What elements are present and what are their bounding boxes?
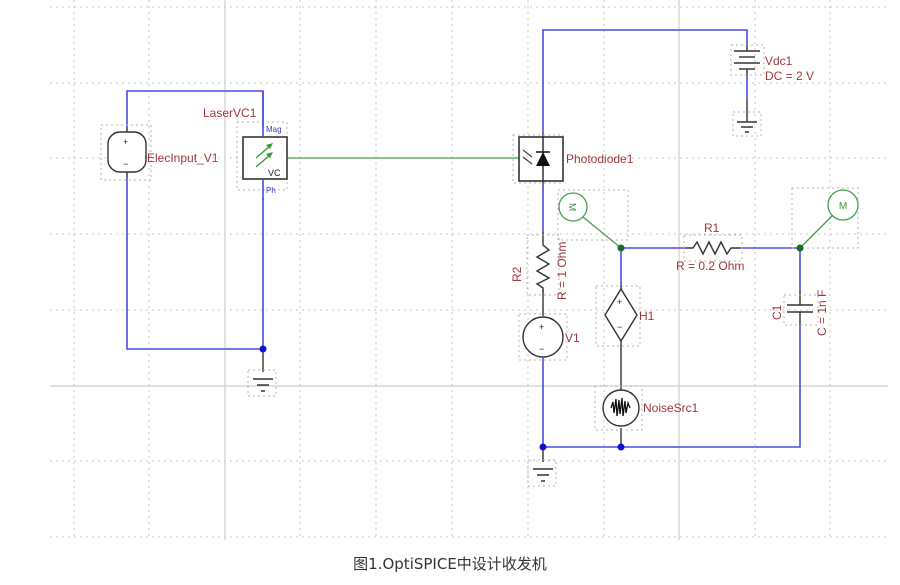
noise-source[interactable]	[594, 385, 643, 431]
resistor-r1[interactable]	[683, 234, 743, 262]
component-leads	[126, 100, 801, 462]
wire-r1-node[interactable]	[740, 247, 801, 290]
wire-input-bottom[interactable]	[126, 178, 264, 350]
meter-icon	[558, 192, 588, 222]
wires-electrical	[126, 29, 801, 448]
voltage-source-icon	[107, 131, 147, 173]
wire-c1-return[interactable]	[621, 325, 801, 448]
noise-label: NoiseSrc1	[643, 401, 699, 415]
pin-mag: Mag	[266, 125, 282, 134]
meter-label: M	[566, 203, 577, 211]
ground-input	[247, 369, 277, 397]
h1-label: H1	[639, 309, 655, 323]
dependent-source-h1[interactable]: + −	[595, 285, 641, 347]
grid	[50, 0, 888, 540]
junction-dot	[617, 244, 625, 252]
junction-dot	[539, 443, 547, 451]
r2-label: R2	[510, 266, 524, 282]
voltage-source-v1[interactable]: + −	[518, 313, 568, 361]
pin-ph: Ph	[266, 186, 276, 195]
c1-label: C1	[770, 304, 784, 320]
capacitor-c1[interactable]	[783, 294, 819, 326]
laser-icon	[242, 136, 288, 180]
schematic-canvas: + − ElecInput_V1 Mag VC Ph LaserVC1 Phot…	[50, 0, 888, 540]
elec-input-source[interactable]: + −	[100, 124, 152, 181]
resistor-icon	[686, 240, 740, 256]
vdc-source[interactable]	[730, 44, 765, 76]
elec-input-label: ElecInput_V1	[147, 151, 219, 165]
wire-pd-vdc[interactable]	[542, 29, 748, 133]
laser-vc[interactable]: Mag VC Ph	[236, 91, 288, 200]
junctions	[259, 244, 804, 451]
laser-label: LaserVC1	[203, 106, 257, 120]
photodiode[interactable]	[512, 134, 564, 184]
laser-mode: VC	[268, 168, 281, 178]
vdc-label: Vdc1	[765, 54, 793, 68]
plus-sign: +	[539, 322, 544, 332]
r1-value: R = 0.2 Ohm	[676, 259, 744, 273]
junction-dot	[617, 443, 625, 451]
meter-icon	[827, 189, 859, 221]
minus-sign: −	[123, 159, 128, 169]
v1-label: V1	[565, 331, 580, 345]
plus-sign: +	[617, 297, 622, 307]
plus-sign: +	[123, 137, 128, 147]
photodiode-label: Photodiode1	[566, 152, 634, 166]
minus-sign: −	[539, 344, 544, 354]
meter-right[interactable]: M	[791, 187, 859, 249]
meter-label: M	[839, 201, 847, 212]
meter-left[interactable]: M	[557, 189, 629, 249]
r1-label: R1	[704, 221, 720, 235]
junction-dot	[796, 244, 804, 252]
vdc-value: DC = 2 V	[765, 69, 814, 83]
ground-vdc	[732, 111, 762, 137]
c1-value: C = 1n F	[815, 290, 829, 336]
figure-caption: 图1.OptiSPICE中设计收发机	[353, 555, 547, 573]
junction-dot	[259, 345, 267, 353]
resistor-r2[interactable]	[526, 234, 560, 296]
voltage-source-icon	[522, 316, 564, 358]
minus-sign: −	[617, 322, 622, 332]
r2-value: R = 1 Ohm	[555, 242, 569, 300]
resistor-icon	[535, 240, 551, 292]
ground-receiver	[527, 459, 557, 487]
